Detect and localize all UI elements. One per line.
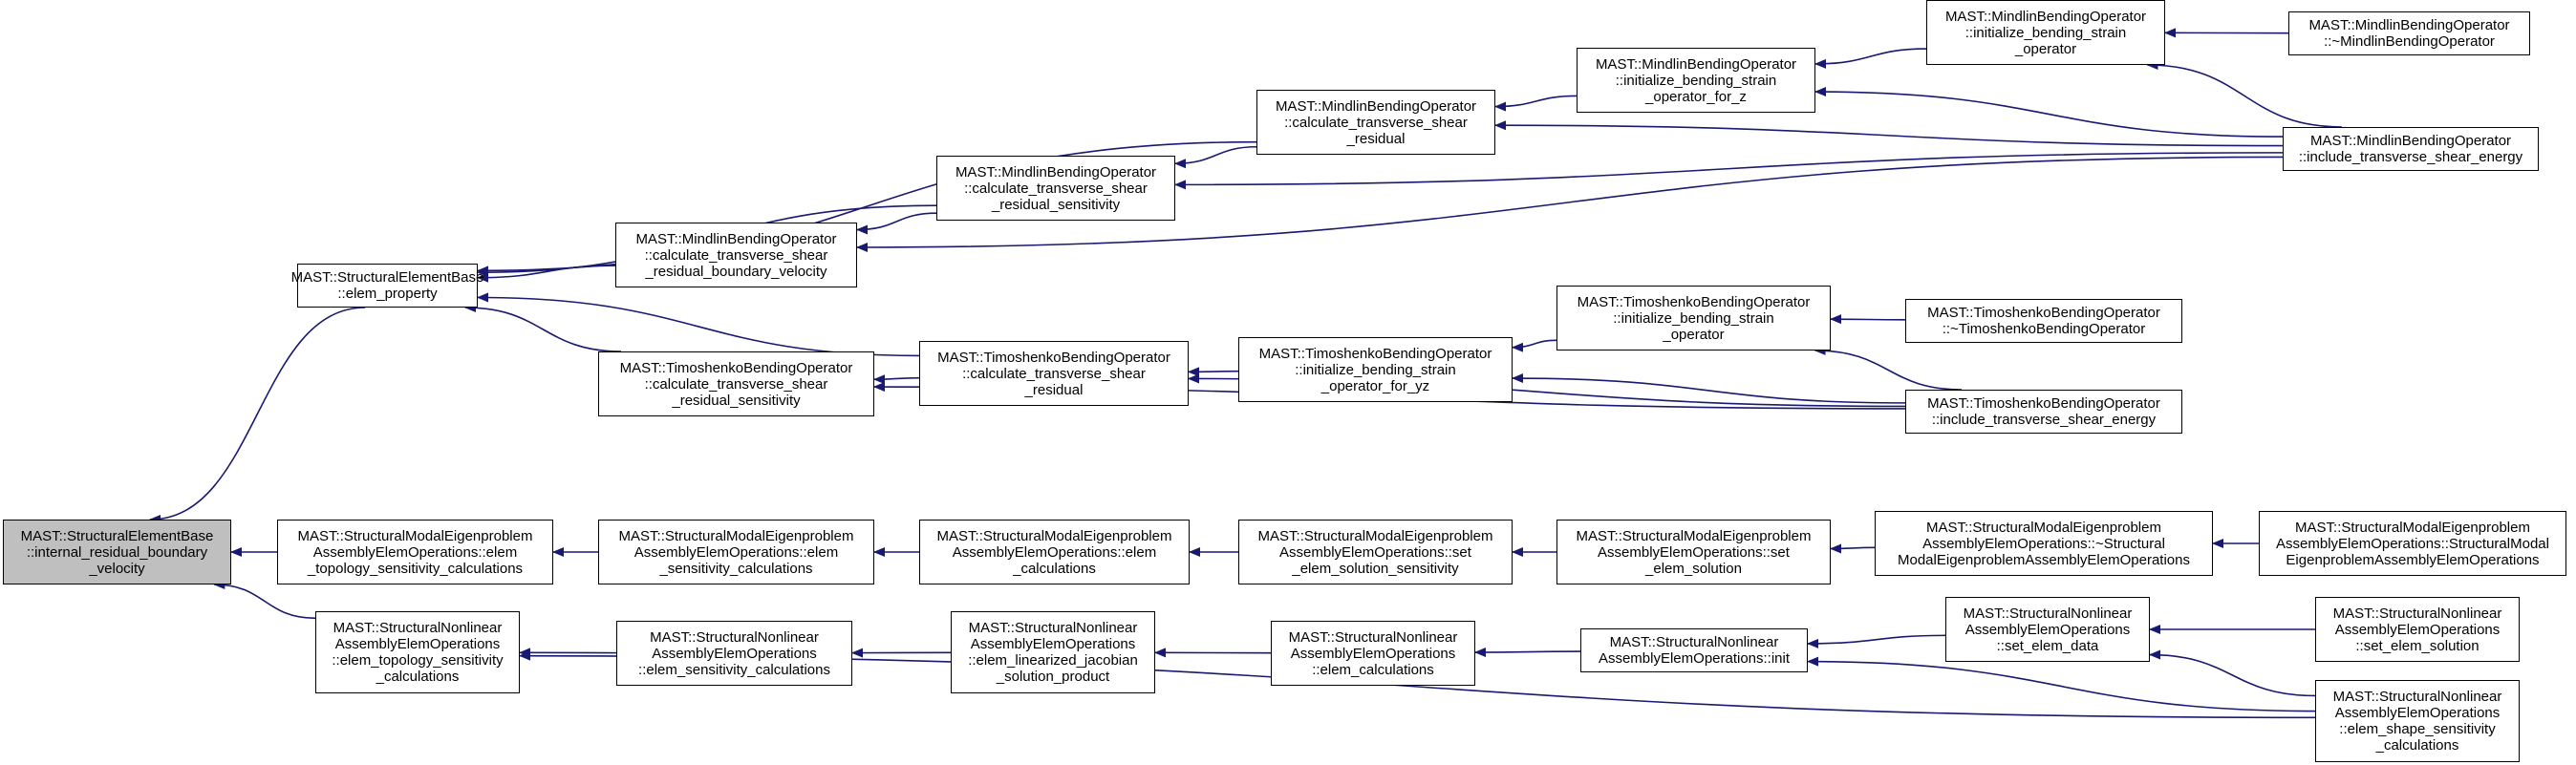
node-nonlinear-elem-shape-sensitivity-calculations[interactable]: MAST::StructuralNonlinear AssemblyElemOp… <box>2315 680 2520 762</box>
node-modal-eigenproblem-elem-sensitivity-calculations[interactable]: MAST::StructuralModalEigenproblem Assemb… <box>598 520 874 584</box>
edge-n16-to-n14 <box>1814 346 1962 391</box>
node-nonlinear-elem-linearized-jacobian-solution-product[interactable]: MAST::StructuralNonlinear AssemblyElemOp… <box>951 611 1155 693</box>
node-modal-eigenproblem-set-elem-solution[interactable]: MAST::StructuralModalEigenproblem Assemb… <box>1556 520 1831 584</box>
node-mindlin-destructor[interactable]: MAST::MindlinBendingOperator ::~MindlinB… <box>2288 11 2530 55</box>
edge-n12-to-n10 <box>2146 60 2342 128</box>
node-timoshenko-include-transverse-shear-energy[interactable]: MAST::TimoshenkoBendingOperator ::includ… <box>1905 390 2182 434</box>
edge-n7-to-n1 <box>464 303 622 352</box>
node-modal-eigenproblem-elem-topology-sensitivity-calculations[interactable]: MAST::StructuralModalEigenproblem Assemb… <box>277 520 553 584</box>
edge-n12-to-n5 <box>1174 152 2284 190</box>
edge-n6-to-n1 <box>477 265 616 283</box>
edge-n29-to-n27 <box>2149 649 2316 697</box>
edge-n16-to-n13 <box>1512 373 1906 404</box>
edge-n26-to-n25 <box>1474 648 1581 658</box>
edge-n15-to-n14 <box>1830 314 1906 325</box>
edge-n8-to-n7 <box>873 374 920 385</box>
edge-n12-to-n9 <box>1814 87 2284 138</box>
edge-n12-to-n4 <box>1494 120 2284 147</box>
edge-n29-to-n26 <box>1807 656 2316 712</box>
node-mindlin-calculate-transverse-shear-residual-boundary-velocity[interactable]: MAST::MindlinBendingOperator ::calculate… <box>615 223 857 287</box>
node-structural-element-base-elem-property[interactable]: MAST::StructuralElementBase ::elem_prope… <box>291 264 483 308</box>
edge-n29-to-n3 <box>519 650 2316 719</box>
node-modal-eigenproblem-elem-calculations[interactable]: MAST::StructuralModalEigenproblem Assemb… <box>919 520 1190 584</box>
node-nonlinear-elem-calculations[interactable]: MAST::StructuralNonlinear AssemblyElemOp… <box>1271 621 1475 686</box>
node-mindlin-calculate-transverse-shear-residual[interactable]: MAST::MindlinBendingOperator ::calculate… <box>1256 90 1495 155</box>
node-mindlin-initialize-bending-strain-operator-for-z[interactable]: MAST::MindlinBendingOperator ::initializ… <box>1577 48 1815 113</box>
node-mindlin-calculate-transverse-shear-residual-sensitivity[interactable]: MAST::MindlinBendingOperator ::calculate… <box>936 156 1175 221</box>
node-timoshenko-initialize-bending-strain-operator[interactable]: MAST::TimoshenkoBendingOperator ::initia… <box>1556 286 1831 351</box>
node-modal-eigenproblem-constructor[interactable]: MAST::StructuralModalEigenproblem Assemb… <box>2259 511 2566 576</box>
edge-n8-to-n1 <box>477 292 920 357</box>
node-nonlinear-elem-sensitivity-calculations[interactable]: MAST::StructuralNonlinear AssemblyElemOp… <box>616 621 852 686</box>
edge-n14-to-n13 <box>1512 339 1557 352</box>
edge-n27-to-n26 <box>1807 634 1946 648</box>
edge-n1-to-n0 <box>148 307 366 524</box>
node-nonlinear-set-elem-data[interactable]: MAST::StructuralNonlinear AssemblyElemOp… <box>1945 597 2150 662</box>
node-mindlin-include-transverse-shear-energy[interactable]: MAST::MindlinBendingOperator ::include_t… <box>2283 127 2539 171</box>
edge-n12-to-n6 <box>856 156 2284 252</box>
edge-n9-to-n4 <box>1494 95 1578 112</box>
edge-n10-to-n9 <box>1814 48 1927 69</box>
node-timoshenko-initialize-bending-strain-operator-for-yz[interactable]: MAST::TimoshenkoBendingOperator ::initia… <box>1238 337 1513 402</box>
node-structural-element-base-internal-residual-boundary-velocity: MAST::StructuralElementBase ::internal_r… <box>3 520 231 584</box>
edge-n3-to-n0 <box>213 580 316 620</box>
node-mindlin-initialize-bending-strain-operator[interactable]: MAST::MindlinBendingOperator ::initializ… <box>1926 0 2165 65</box>
node-modal-eigenproblem-set-elem-solution-sensitivity[interactable]: MAST::StructuralModalEigenproblem Assemb… <box>1238 520 1513 584</box>
edge-n21-to-n20 <box>1830 543 1876 554</box>
edge-n4-to-n5 <box>1174 145 1257 169</box>
node-modal-eigenproblem-destructor[interactable]: MAST::StructuralModalEigenproblem Assemb… <box>1875 511 2213 576</box>
node-timoshenko-calculate-transverse-shear-residual[interactable]: MAST::TimoshenkoBendingOperator ::calcul… <box>919 341 1189 406</box>
node-nonlinear-elem-topology-sensitivity-calculations[interactable]: MAST::StructuralNonlinear AssemblyElemOp… <box>315 611 520 693</box>
node-timoshenko-calculate-transverse-shear-residual-sensitivity[interactable]: MAST::TimoshenkoBendingOperator ::calcul… <box>598 351 874 416</box>
node-nonlinear-init[interactable]: MAST::StructuralNonlinear AssemblyElemOp… <box>1580 628 1808 672</box>
edge-n5-to-n6 <box>856 212 937 235</box>
node-timoshenko-destructor[interactable]: MAST::TimoshenkoBendingOperator ::~Timos… <box>1905 299 2182 343</box>
node-nonlinear-set-elem-solution[interactable]: MAST::StructuralNonlinear AssemblyElemOp… <box>2315 597 2520 662</box>
